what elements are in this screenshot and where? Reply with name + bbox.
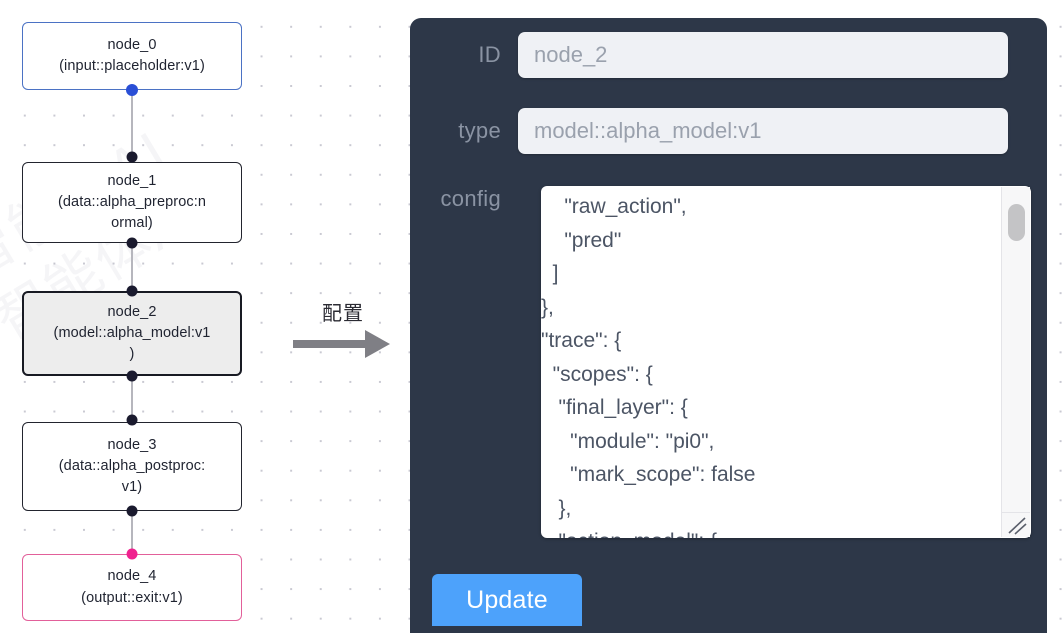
edge-node0-node1 xyxy=(131,90,133,162)
field-row-id: ID xyxy=(410,32,1047,78)
config-scrollbar-thumb[interactable] xyxy=(1008,204,1025,241)
node3-target-handle[interactable] xyxy=(126,414,138,426)
graph-node-label: node_1 (data::alpha_preproc:n ormal) xyxy=(57,172,207,232)
graph-node-label: node_3 (data::alpha_postproc: v1) xyxy=(58,436,206,496)
id-input[interactable] xyxy=(518,32,1008,78)
id-field-label: ID xyxy=(478,42,501,67)
node-config-panel: ID type config Update xyxy=(410,18,1047,633)
node0-source-handle[interactable] xyxy=(126,84,138,96)
type-field-label: type xyxy=(458,118,501,143)
config-scrollbar[interactable] xyxy=(1001,187,1030,517)
type-input[interactable] xyxy=(518,108,1008,154)
update-button[interactable]: Update xyxy=(432,574,582,626)
node4-target-handle[interactable] xyxy=(126,548,138,560)
graph-node-node_3[interactable]: node_3 (data::alpha_postproc: v1) xyxy=(22,422,242,511)
config-resize-handle[interactable] xyxy=(1001,512,1030,537)
graph-node-node_1[interactable]: node_1 (data::alpha_preproc:n ormal) xyxy=(22,162,242,243)
config-textarea-wrap xyxy=(541,186,1031,538)
config-field-label: config xyxy=(440,186,501,211)
graph-node-label: node_2 (model::alpha_model:v1 ) xyxy=(53,303,211,363)
node1-target-handle[interactable] xyxy=(126,151,138,163)
graph-node-node_4[interactable]: node_4 (output::exit:v1) xyxy=(22,554,242,621)
edge-node2-node3 xyxy=(131,376,133,422)
field-row-type: type xyxy=(410,108,1047,154)
arrow-right-icon xyxy=(293,330,390,358)
graph-node-label: node_4 (output::exit:v1) xyxy=(81,568,183,606)
edge-node3-node4 xyxy=(131,511,133,555)
flow-annotation: 配置 xyxy=(293,297,393,358)
annotation-label: 配置 xyxy=(322,301,364,325)
node3-source-handle[interactable] xyxy=(126,505,138,517)
graph-node-node_0[interactable]: node_0 (input::placeholder:v1) xyxy=(22,22,242,90)
graph-node-label: node_0 (input::placeholder:v1) xyxy=(59,36,205,74)
config-textarea[interactable] xyxy=(541,186,1031,538)
node1-source-handle[interactable] xyxy=(126,237,138,249)
edge-node1-node2 xyxy=(131,243,133,291)
node2-target-handle[interactable] xyxy=(126,285,138,297)
graph-node-node_2[interactable]: node_2 (model::alpha_model:v1 ) xyxy=(22,291,242,376)
field-row-config: config xyxy=(410,186,541,212)
node2-source-handle[interactable] xyxy=(126,370,138,382)
